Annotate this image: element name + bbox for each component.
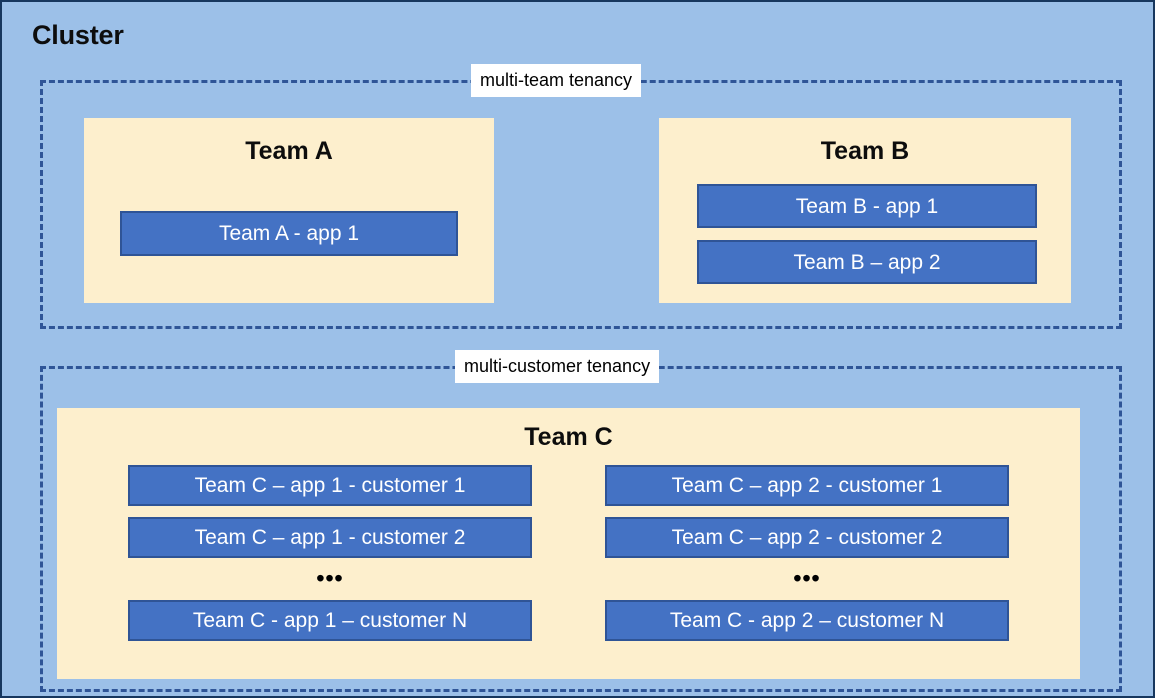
team-c-app2-customer-n[interactable]: Team C - app 2 – customer N (605, 600, 1009, 641)
team-c-app1-column: Team C – app 1 - customer 1 Team C – app… (128, 465, 532, 641)
team-b-app-2[interactable]: Team B – app 2 (697, 240, 1037, 284)
team-c-app1-customer-1[interactable]: Team C – app 1 - customer 1 (128, 465, 532, 506)
team-a-app-list: Team A - app 1 (120, 211, 458, 256)
team-a-box: Team A Team A - app 1 (84, 118, 494, 303)
team-b-title: Team B (820, 137, 910, 165)
multi-team-tenancy-label: multi-team tenancy (471, 64, 642, 97)
cluster-title: Cluster (32, 20, 124, 50)
team-c-app1-customer-2[interactable]: Team C – app 1 - customer 2 (128, 517, 532, 558)
team-b-app-list: Team B - app 1 Team B – app 2 (697, 184, 1037, 284)
team-c-box: Team C Team C – app 1 - customer 1 Team … (57, 408, 1080, 679)
team-c-app2-customer-1[interactable]: Team C – app 2 - customer 1 (605, 465, 1009, 506)
team-b-box: Team B Team B - app 1 Team B – app 2 (659, 118, 1071, 303)
team-c-title: Team C (524, 423, 613, 451)
team-c-app2-ellipsis: ••• (793, 565, 821, 591)
team-c-app-columns: Team C – app 1 - customer 1 Team C – app… (57, 465, 1080, 641)
team-a-app-1[interactable]: Team A - app 1 (120, 211, 458, 256)
team-c-app1-customer-n[interactable]: Team C - app 1 – customer N (128, 600, 532, 641)
team-b-app-1[interactable]: Team B - app 1 (697, 184, 1037, 228)
team-c-app1-ellipsis: ••• (316, 565, 344, 591)
team-c-app2-column: Team C – app 2 - customer 1 Team C – app… (605, 465, 1009, 641)
team-c-app2-customer-2[interactable]: Team C – app 2 - customer 2 (605, 517, 1009, 558)
multi-customer-tenancy-label: multi-customer tenancy (455, 350, 660, 383)
team-a-title: Team A (245, 137, 333, 165)
